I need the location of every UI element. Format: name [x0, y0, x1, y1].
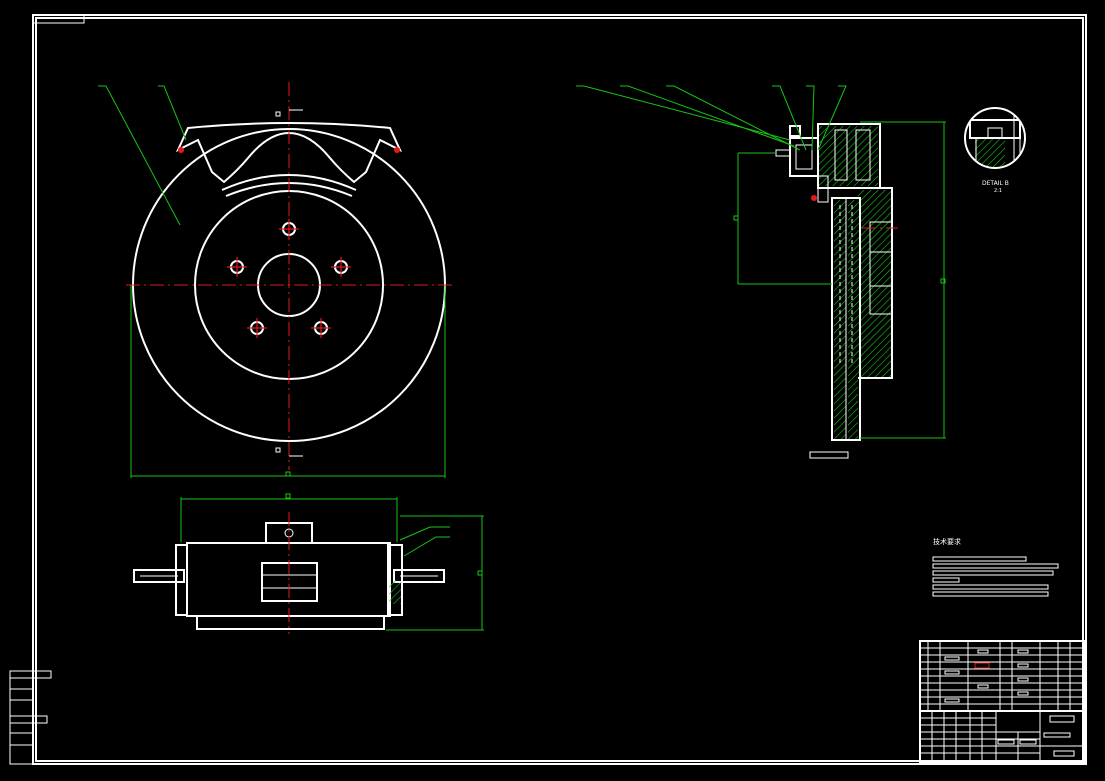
detail-b: DETAIL B 2:1 — [964, 107, 1026, 194]
detail-title: DETAIL B — [982, 180, 1009, 187]
tech-requirements: 技术要求 — [932, 537, 1059, 597]
tech-requirements-title: 技术要求 — [933, 537, 961, 546]
sheet-frame — [32, 14, 1087, 765]
caliper-front — [175, 122, 403, 184]
disc-front-view — [98, 82, 452, 478]
disc-section-view — [576, 85, 946, 459]
binding-margin-blocks — [9, 670, 52, 765]
caliper-top-view — [133, 493, 484, 634]
detail-scale: 2:1 — [994, 188, 1002, 194]
vent-holes — [839, 205, 853, 365]
title-block — [919, 640, 1085, 763]
